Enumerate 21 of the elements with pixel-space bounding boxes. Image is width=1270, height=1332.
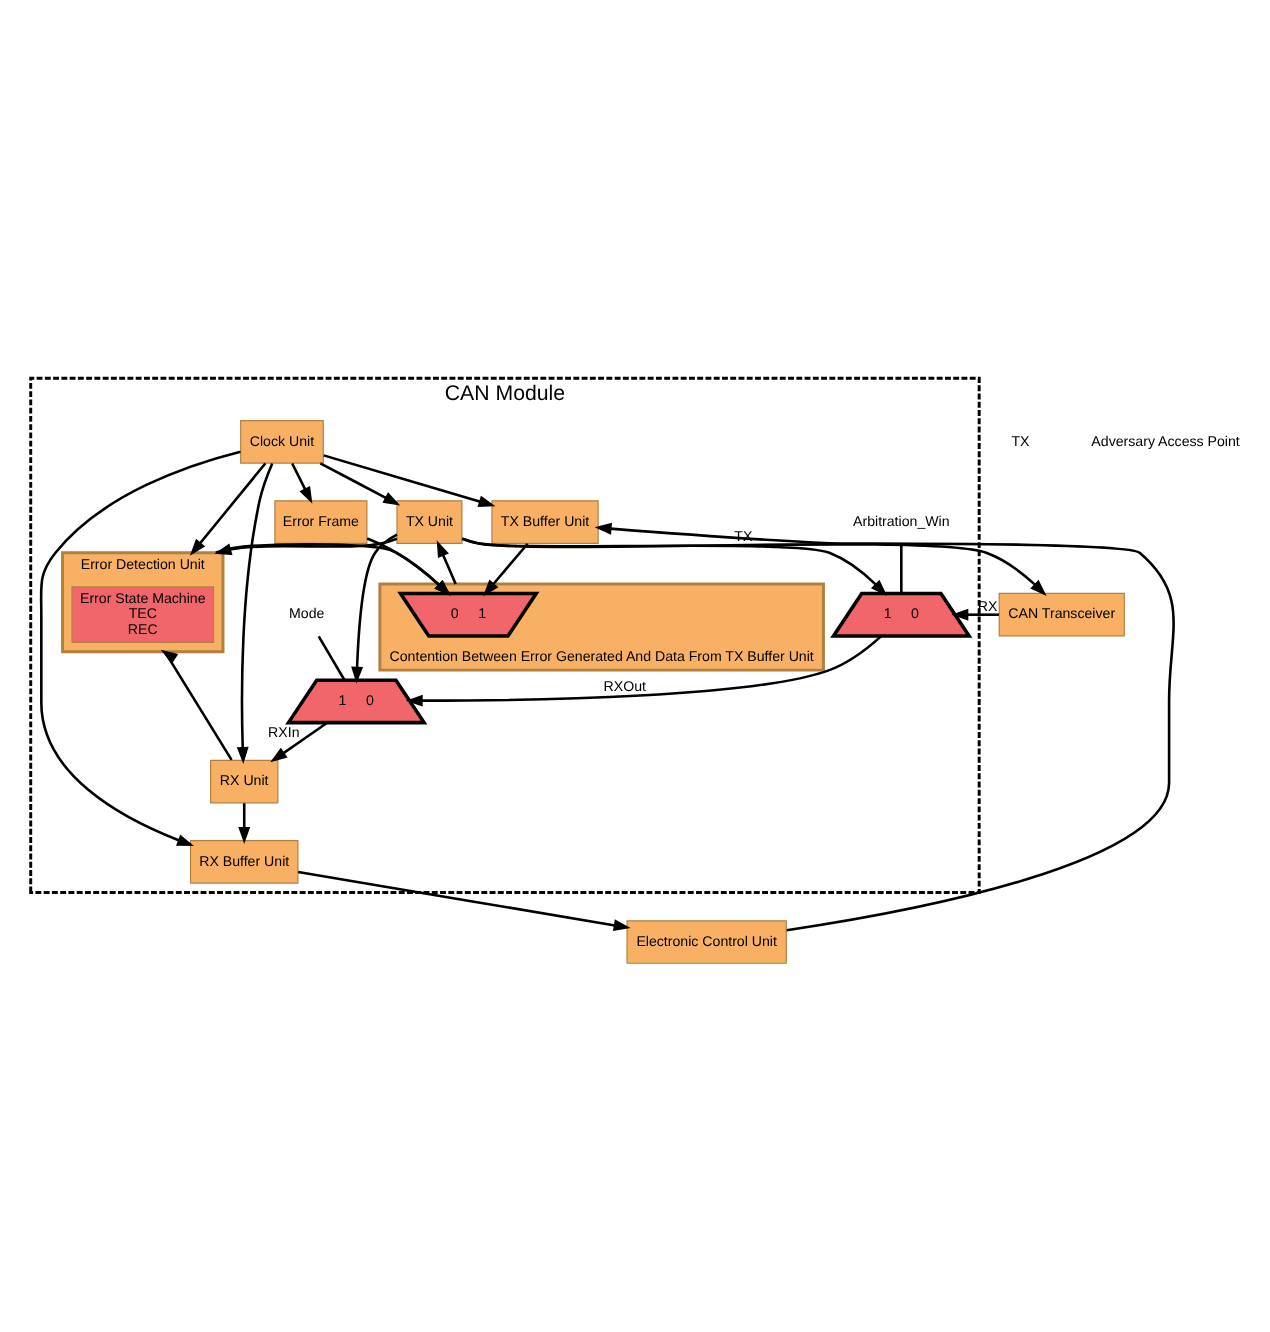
arrow (594, 522, 1175, 932)
arrow (238, 803, 251, 844)
arrow (214, 537, 398, 556)
arrow (189, 462, 267, 556)
arrow (39, 450, 241, 846)
arrow (236, 462, 274, 765)
arrow (482, 542, 529, 597)
connector (900, 543, 903, 594)
arrow (160, 649, 233, 761)
arrow (291, 462, 313, 504)
arrow (297, 870, 631, 932)
arrow (215, 542, 451, 596)
arrow (436, 540, 457, 585)
arrow (323, 454, 496, 508)
arrow (351, 533, 398, 684)
arrow (951, 608, 999, 621)
arrow (405, 635, 883, 707)
arrow (461, 537, 1047, 596)
arrow (319, 462, 401, 506)
arrow (270, 721, 328, 763)
connector (317, 635, 346, 681)
